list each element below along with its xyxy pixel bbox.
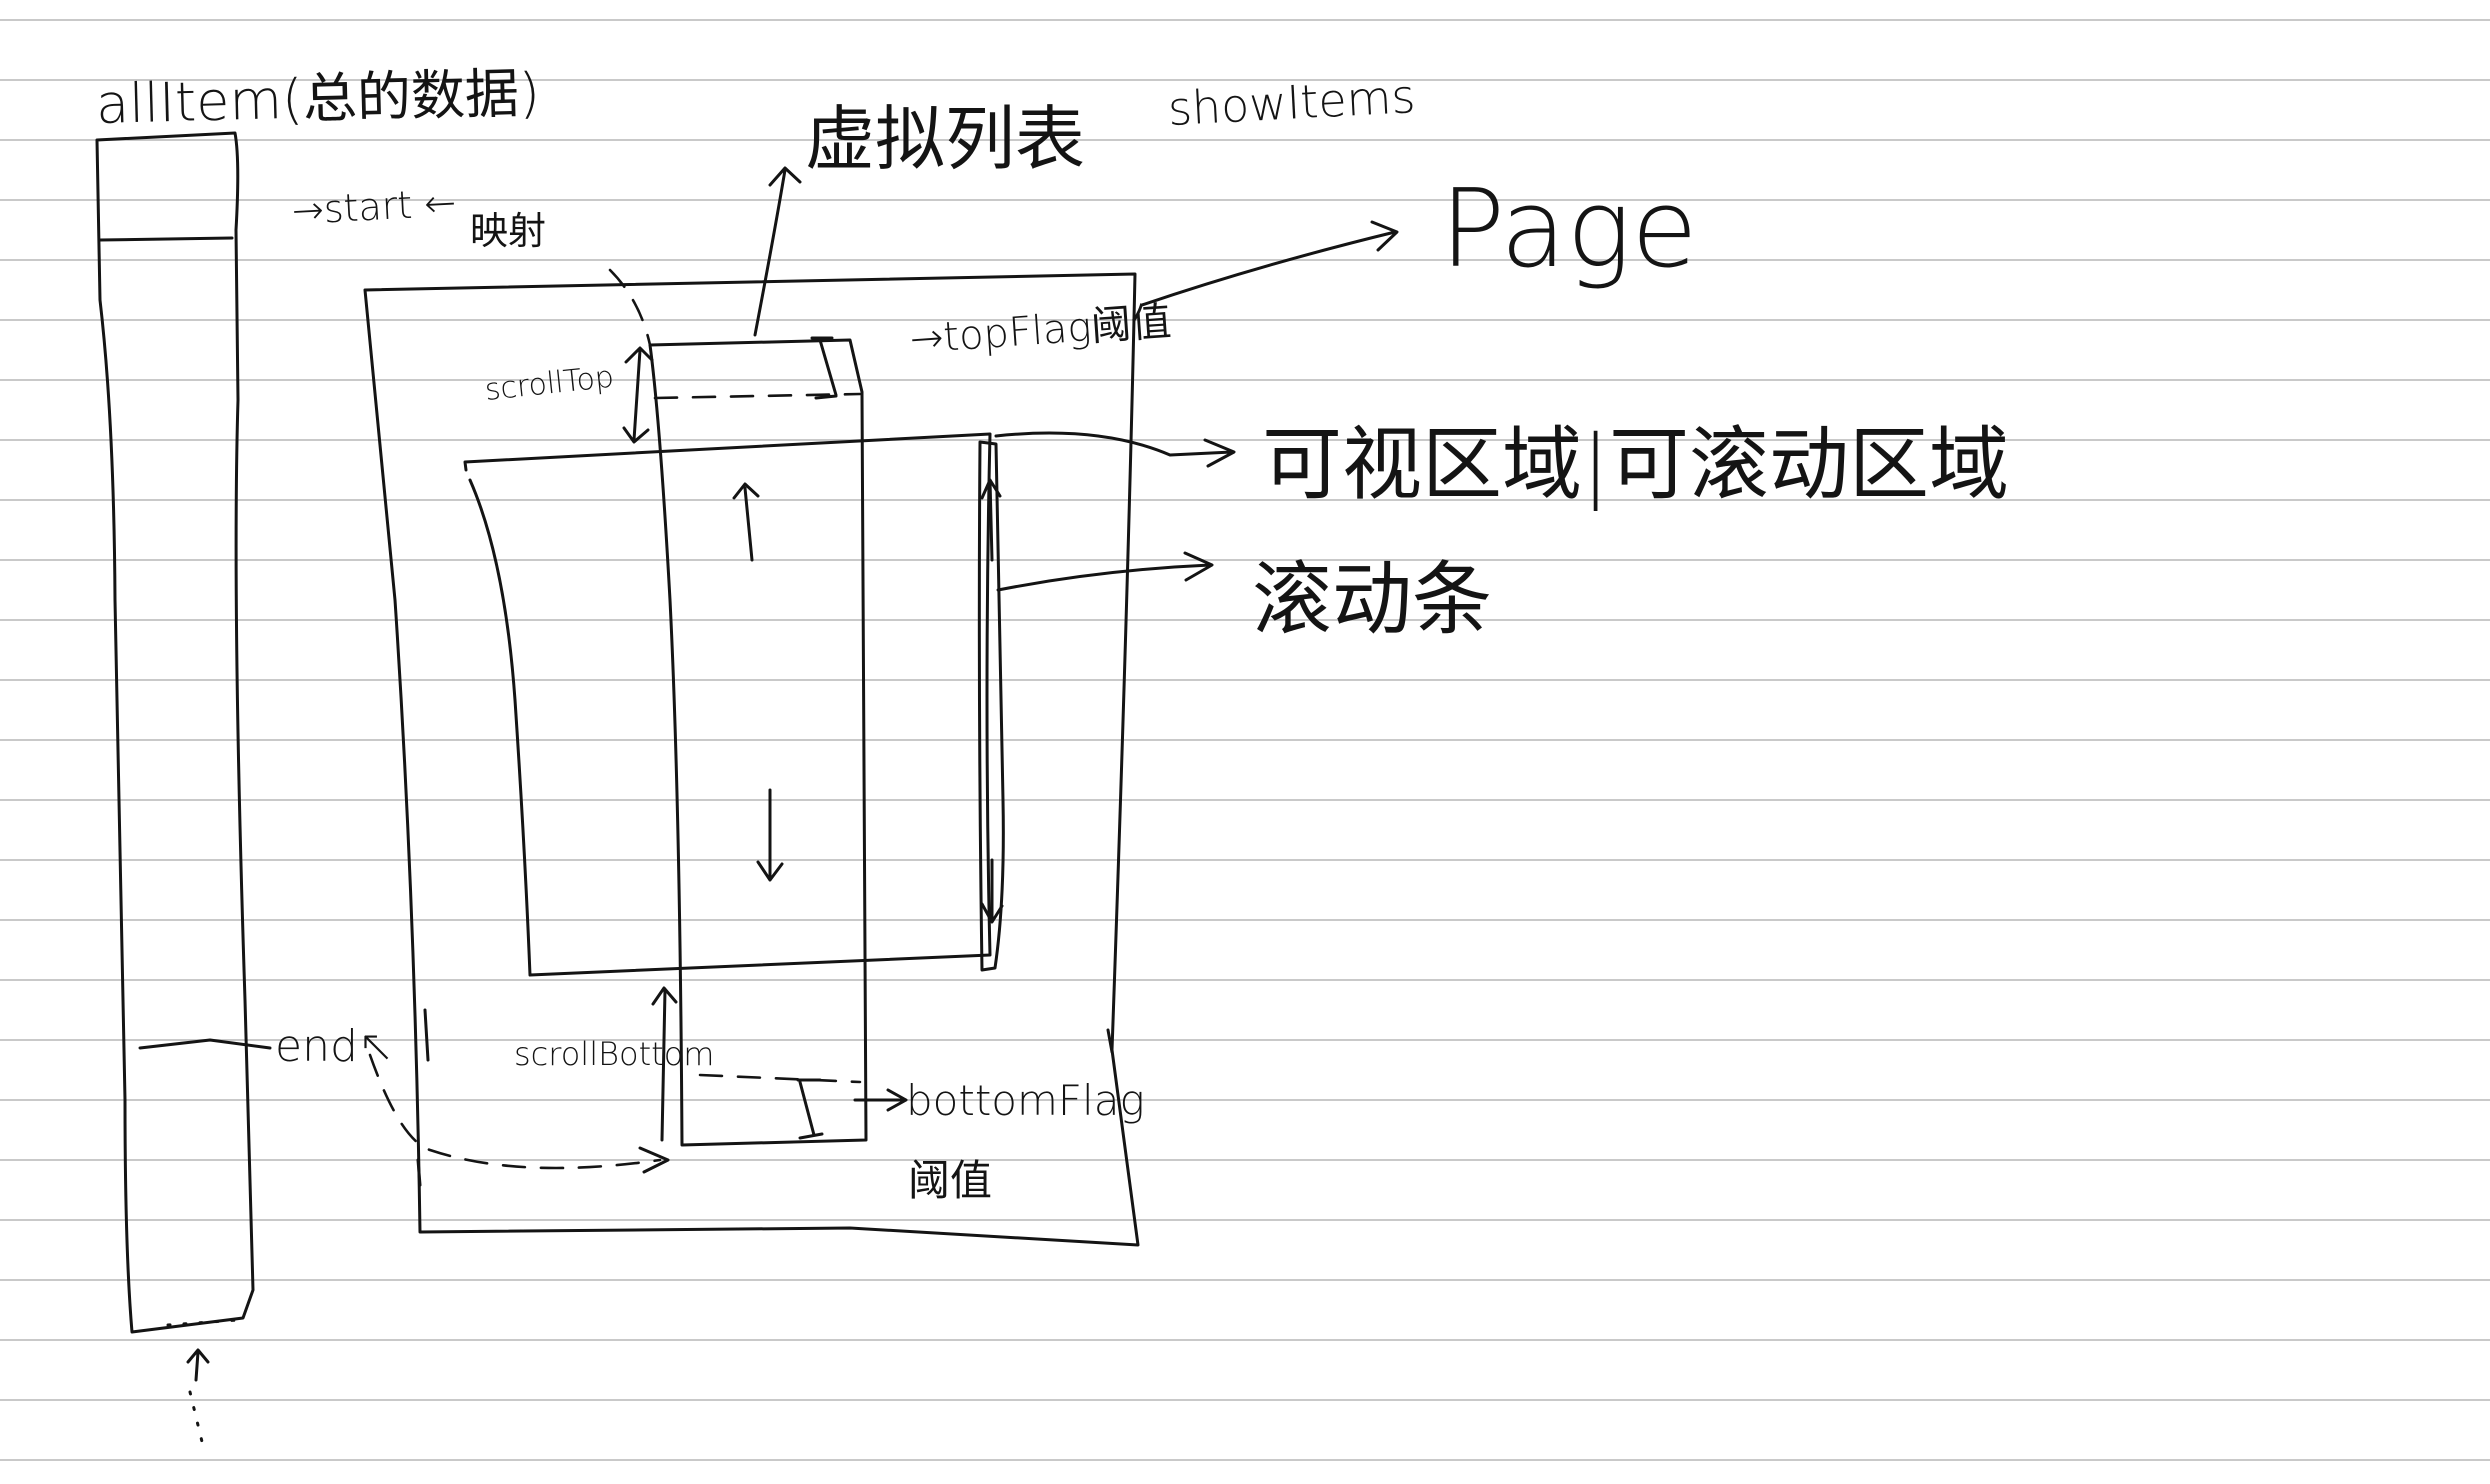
column-continuation-dots — [166, 1318, 240, 1327]
start-index-label: →start ← — [290, 180, 458, 233]
viewport-pointer-arrow — [994, 431, 1236, 468]
start-index-marker — [98, 236, 234, 242]
more-items-dots — [188, 1390, 206, 1452]
viewport-frame — [463, 432, 992, 977]
end-map-arrow — [638, 1146, 670, 1174]
scrollbar-thumb-arrows — [980, 478, 1004, 924]
page-label: Page — [1440, 167, 1698, 292]
top-flag-bracket — [810, 336, 838, 400]
scrollbar-label: 滚动条 — [1252, 553, 1492, 646]
end-left-tick — [416, 1008, 430, 1187]
end-index-marker — [138, 1038, 272, 1050]
bottom-flag-bracket — [796, 1078, 824, 1140]
map-dashed-curve — [608, 268, 652, 347]
bottom-flag-pointer — [853, 1088, 908, 1112]
scrollbar-track — [977, 440, 1005, 972]
end-index-label: end↖ — [275, 1021, 395, 1072]
show-items-label: showItems — [1166, 69, 1417, 136]
end-map-dashed-curve — [368, 1053, 662, 1170]
scroll-bottom-label: scrollBottom — [514, 1035, 715, 1073]
scroll-top-arrow — [622, 346, 654, 444]
all-items-label: allItem(总的数据) — [95, 61, 541, 136]
page-frame — [363, 272, 1140, 1247]
scroll-up-arrow — [732, 482, 760, 562]
bottom-flag-dashed-line — [698, 1073, 862, 1084]
scroll-bottom-arrow — [651, 986, 678, 1142]
map-label: 映射 — [470, 209, 547, 253]
viewport-label: 可视区域|可滚动区域 — [1262, 418, 2009, 511]
scrollbar-pointer-arrow — [996, 551, 1214, 592]
bottom-threshold-label: 阈值 — [908, 1156, 993, 1205]
virtual-list-label: 虚拟列表 — [805, 98, 1085, 180]
more-items-arrow — [186, 1348, 210, 1382]
top-flag-dashed-line — [653, 392, 862, 400]
page-pointer-arrow — [1140, 220, 1399, 307]
scroll-down-arrow — [756, 788, 784, 882]
page-right-tick — [1106, 1028, 1114, 1054]
virtual-list-pointer — [753, 166, 802, 337]
all-items-column — [95, 131, 255, 1334]
virtual-list-frame — [648, 338, 868, 1147]
bottom-flag-label: bottomFlag — [906, 1076, 1145, 1125]
